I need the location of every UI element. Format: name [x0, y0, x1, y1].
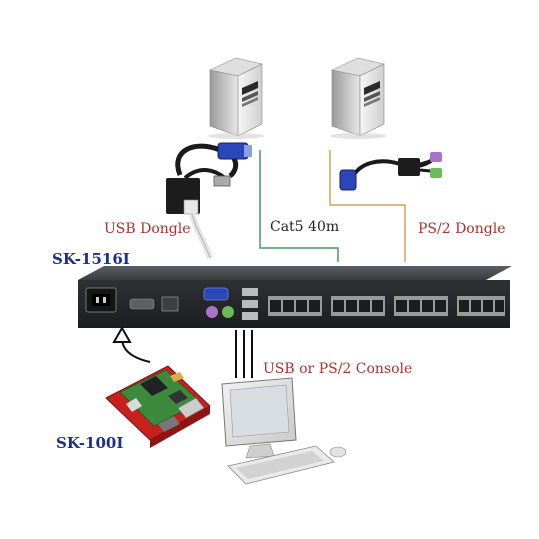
kvm-switch-icon — [78, 266, 512, 328]
ip-module-board-icon — [105, 365, 211, 448]
monitor-keyboard-mouse-icon — [221, 377, 347, 485]
usb-dongle-label: USB Dongle — [104, 221, 191, 237]
ps2-cable — [329, 150, 406, 262]
usb-vga-dongle-icon — [166, 142, 252, 259]
curved-arrow-icon — [112, 325, 151, 363]
console-cables — [235, 330, 253, 378]
rj45-ports — [268, 296, 505, 316]
desktop-tower-icon — [208, 57, 264, 139]
cat5-label: Cat5 40m — [270, 219, 340, 235]
cat5-cable — [259, 150, 339, 262]
ps2-vga-dongle-icon — [339, 152, 442, 191]
module-model-label: SK-100I — [56, 434, 124, 452]
desktop-tower-icon — [330, 57, 386, 139]
console-label: USB or PS/2 Console — [263, 361, 413, 377]
switch-model-label: SK-1516I — [52, 250, 130, 268]
ps2-dongle-label: PS/2 Dongle — [418, 221, 506, 237]
